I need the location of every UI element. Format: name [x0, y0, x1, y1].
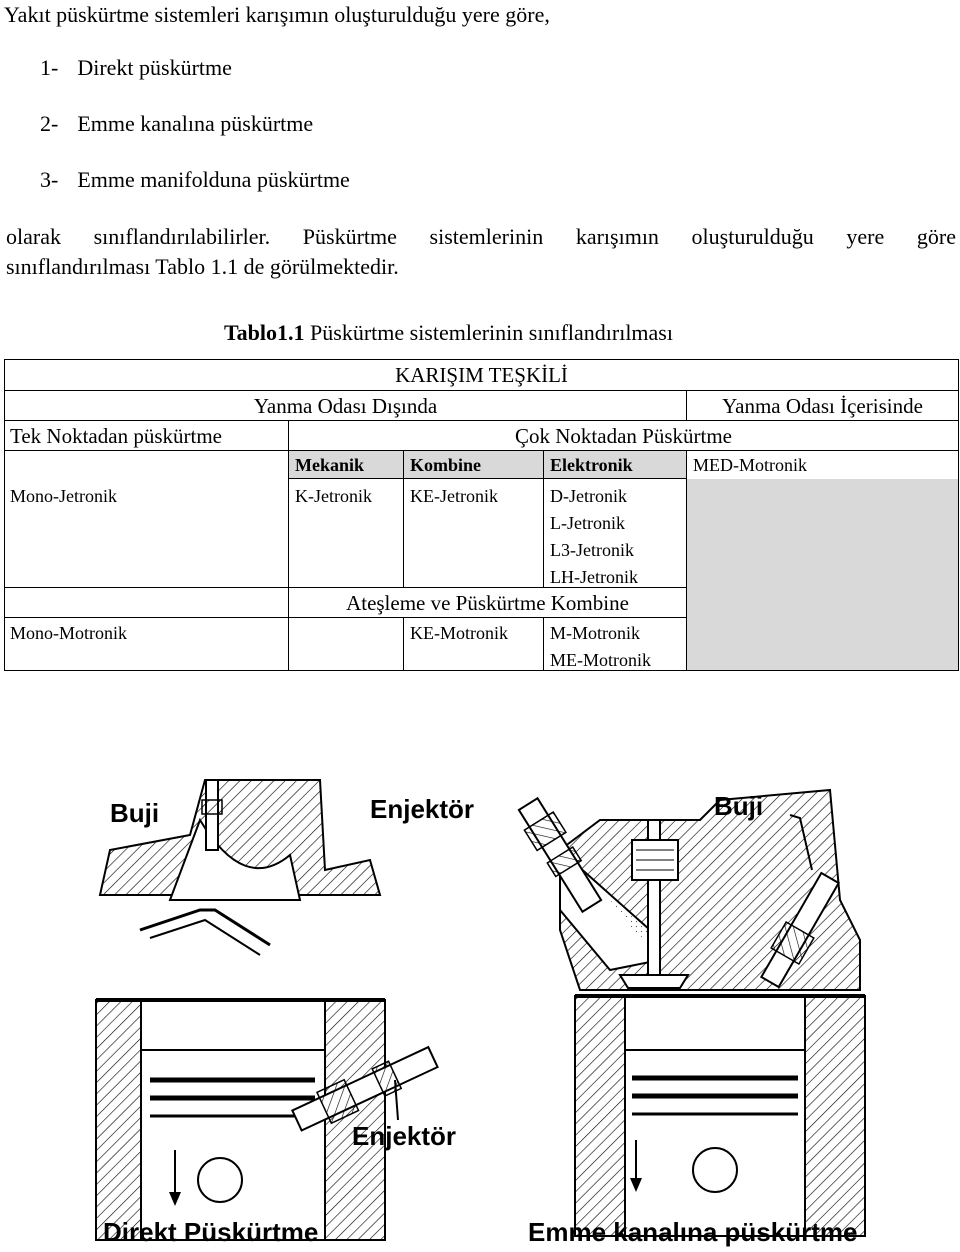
table-single-point: Tek Noktadan püskürtme: [4, 420, 288, 450]
list-item: LH-Jetronik: [550, 567, 638, 587]
list-number: 2-: [40, 111, 59, 136]
table-header-karisim: KARIŞIM TEŞKİLİ: [4, 359, 959, 390]
table-blank-cell: [4, 450, 288, 479]
paragraph-line-1: olarak sınıflandırılabilirler. Püskürtme…: [6, 224, 956, 249]
list-text: Emme kanalına püskürtme: [77, 111, 314, 136]
table-mono-motronic: Mono-Motronik: [4, 617, 288, 671]
right-spark-plug-label: Buji: [714, 791, 763, 821]
direct-injection-caption: Direkt Püskürtme: [103, 1217, 318, 1247]
paragraph-line-2: sınıflandırılması Tablo 1.1 de görülmekt…: [6, 254, 399, 279]
table-empty-cell: [686, 479, 959, 671]
list-item-3: 3- Emme manifolduna püskürtme: [40, 165, 350, 195]
port-injection-engine-drawing: [517, 788, 866, 1237]
table-k-jetronic: K-Jetronik: [288, 479, 403, 587]
list-text: Emme manifolduna püskürtme: [77, 167, 350, 192]
table-electronic-list: D-Jetronik L-Jetronik L3-Jetronik LH-Jet…: [543, 479, 686, 587]
list-number: 3-: [40, 167, 59, 192]
list-item: M-Motronik: [550, 623, 640, 643]
list-number: 1-: [40, 55, 59, 80]
table-mono-jetronic: Mono-Jetronik: [4, 479, 288, 587]
left-spark-plug-label: Buji: [110, 798, 159, 828]
table-ignition-combined: Ateşleme ve Püskürtme Kombine: [288, 587, 686, 617]
table-ke-jetronic: KE-Jetronik: [403, 479, 543, 587]
list-item: L-Jetronik: [550, 513, 625, 533]
table-caption-number: Tablo1.1: [224, 320, 305, 345]
table-subheader-electronic: Elektronik: [543, 450, 686, 479]
intro-text: Yakıt püskürtme sistemleri karışımın olu…: [4, 2, 550, 27]
table-header-outside: Yanma Odası Dışında: [4, 390, 686, 420]
table-ke-motronic: KE-Motronik: [403, 617, 543, 671]
list-item-1: 1- Direkt püskürtme: [40, 53, 232, 83]
left-injector-label: Enjektör: [370, 794, 474, 824]
table-header-inside: Yanma Odası İçerisinde: [686, 390, 959, 420]
table-med-motronic: MED-Motronik: [686, 450, 959, 479]
list-text: Direkt püskürtme: [77, 55, 232, 80]
list-item-2: 2- Emme kanalına püskürtme: [40, 109, 313, 139]
table-caption: Tablo1.1 Püskürtme sistemlerinin sınıfla…: [224, 318, 673, 348]
table-subheader-combined: Kombine: [403, 450, 543, 479]
table-blank-cell: [4, 587, 288, 617]
list-item: D-Jetronik: [550, 486, 627, 506]
table-subheader-mechanical: Mekanik: [288, 450, 403, 479]
table-motronic-list: M-Motronik ME-Motronik: [543, 617, 686, 671]
table-blank-cell: [288, 617, 403, 671]
table-multi-point: Çok Noktadan Püskürtme: [288, 420, 959, 450]
port-injection-caption: Emme kanalına püskürtme: [528, 1217, 857, 1247]
table-caption-title: Püskürtme sistemlerinin sınıflandırılmas…: [304, 320, 673, 345]
list-item: ME-Motronik: [550, 650, 651, 670]
direct-injection-engine-drawing: [95, 779, 439, 1241]
list-item: L3-Jetronik: [550, 540, 634, 560]
engine-figure: Buji Enjektör Enjektör Buji Direkt Püskü…: [95, 779, 866, 1247]
direct-injector-label: Enjektör: [352, 1121, 456, 1151]
